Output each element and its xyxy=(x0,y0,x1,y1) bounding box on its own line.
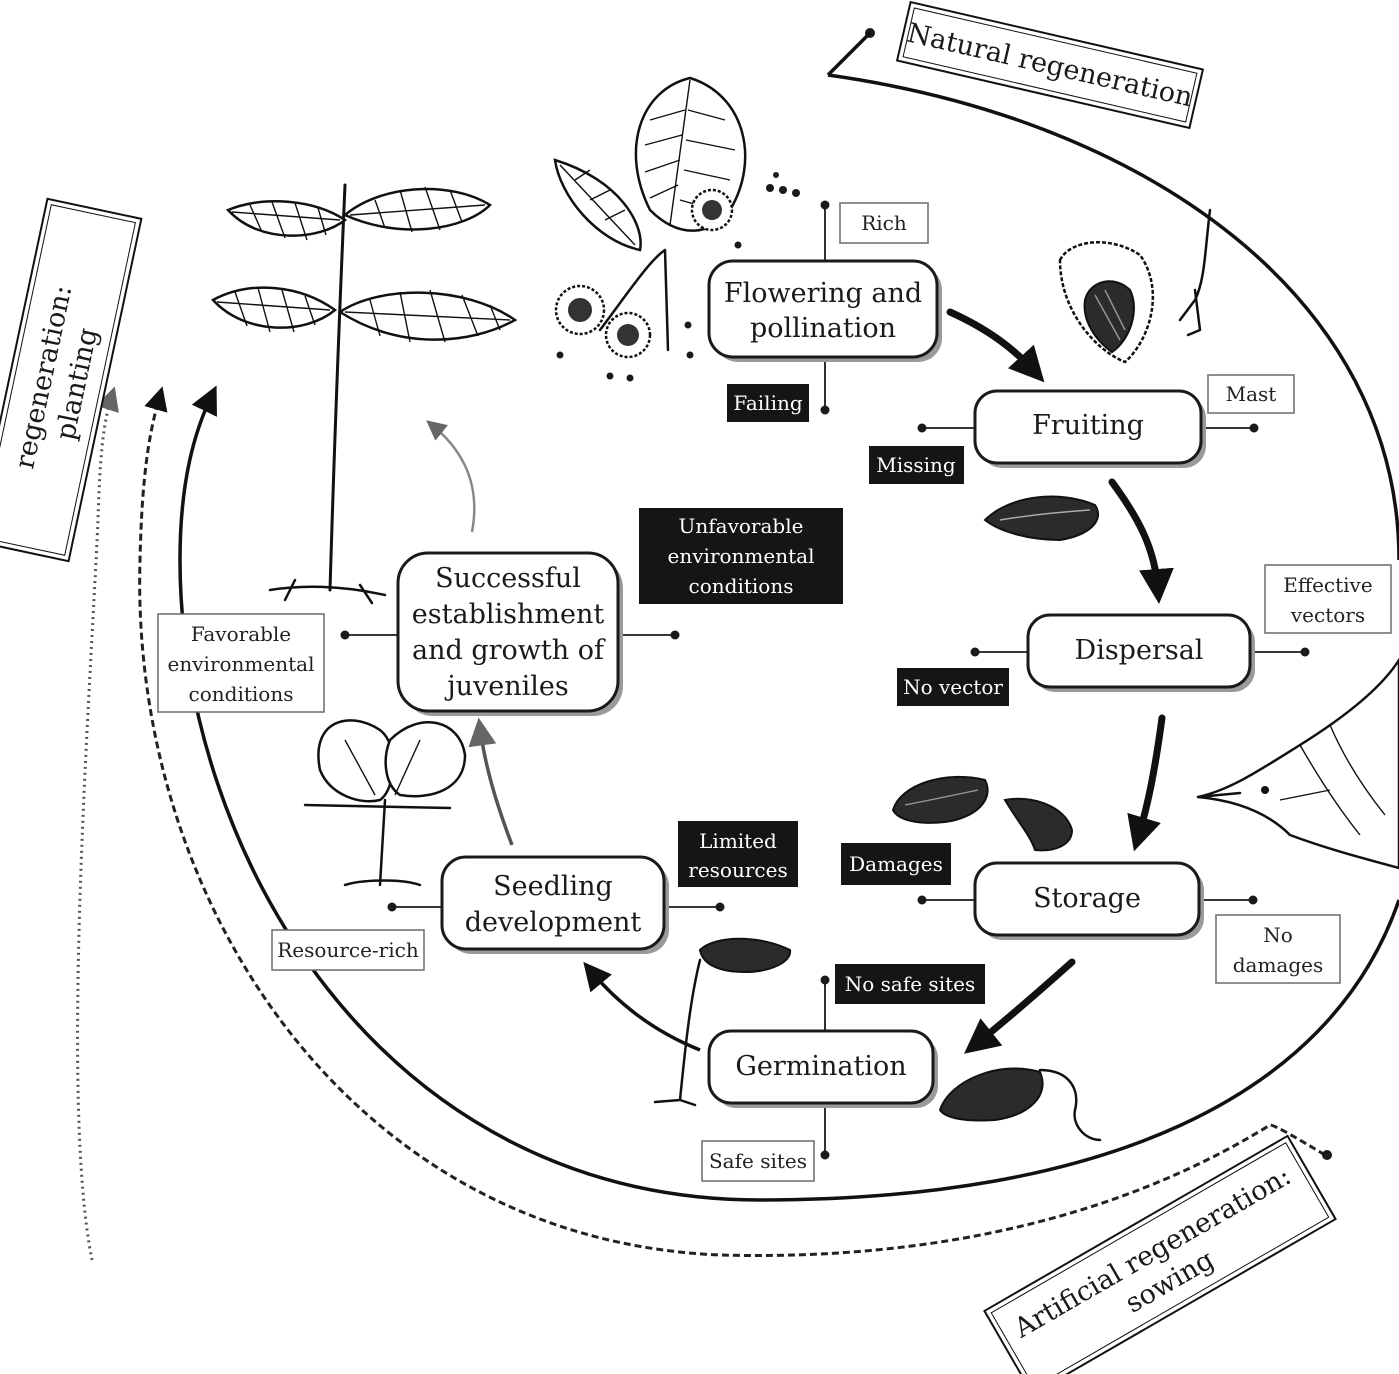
beech-nut-cupule-icon xyxy=(1058,208,1212,364)
stage-seedling-line2: development xyxy=(465,907,642,938)
factor-favorable-line1: Favorable xyxy=(191,622,291,646)
factor-limited-resources-line1: Limited xyxy=(699,829,777,853)
arrow-germination-to-seedling xyxy=(583,961,701,1052)
arrow-flowering-to-fruiting xyxy=(946,308,1045,383)
stage-establishment-line2: establishment xyxy=(412,599,605,630)
factor-rich: Rich xyxy=(839,202,929,244)
factor-resource-rich: Resource-rich xyxy=(271,929,425,971)
sowing-regeneration-arc xyxy=(138,386,1326,1258)
stage-fruiting: Fruiting xyxy=(973,389,1206,468)
factor-safe-sites: Safe sites xyxy=(701,1140,815,1182)
stage-flowering-line2: pollination xyxy=(750,313,896,344)
arrow-storage-to-germination xyxy=(964,958,1076,1054)
factor-unfavorable: Unfavorable environmental conditions xyxy=(639,508,843,604)
factor-unfavorable-line3: conditions xyxy=(689,574,794,598)
stage-flowering: Flowering and pollination xyxy=(707,259,942,362)
factor-limited-resources: Limited resources xyxy=(678,821,798,887)
arrow-fruiting-to-dispersal xyxy=(1108,478,1174,604)
stage-establishment: Successful establishment and growth of j… xyxy=(396,551,623,716)
stage-seedling: Seedling development xyxy=(440,855,669,954)
planting-regeneration-arc xyxy=(76,386,119,1261)
factor-failing: Failing xyxy=(727,384,809,422)
stage-establishment-line1: Successful xyxy=(435,563,581,594)
factor-favorable-line2: environmental xyxy=(168,652,315,676)
cycle-arrows xyxy=(426,308,1174,1054)
factor-rich-text: Rich xyxy=(861,211,907,235)
stage-storage-label: Storage xyxy=(1033,883,1141,914)
factor-failing-text: Failing xyxy=(733,391,803,415)
factor-favorable-line3: conditions xyxy=(189,682,294,706)
factor-no-damages: No damages xyxy=(1215,914,1341,984)
factor-damages-text: Damages xyxy=(849,852,943,876)
stage-storage: Storage xyxy=(973,861,1204,940)
factor-no-safe-sites-text: No safe sites xyxy=(845,972,975,996)
factor-missing-text: Missing xyxy=(876,453,956,477)
factor-unfavorable-line2: environmental xyxy=(668,544,815,568)
arrow-dispersal-to-storage xyxy=(1127,714,1166,852)
stage-fruiting-label: Fruiting xyxy=(1032,410,1144,441)
stage-dispersal: Dispersal xyxy=(1026,613,1255,692)
factor-resource-rich-text: Resource-rich xyxy=(277,938,419,962)
germinating-seed-icon xyxy=(938,1067,1102,1142)
stage-establishment-line4: juveniles xyxy=(444,671,569,702)
factor-no-damages-line1: No xyxy=(1263,923,1293,947)
banner-natural-regeneration: Natural regeneration xyxy=(895,0,1205,130)
factor-no-vector: No vector xyxy=(897,668,1009,706)
factor-damages: Damages xyxy=(841,843,951,885)
arrow-seedling-to-establishment xyxy=(468,717,514,846)
sprouting-seedling-icon xyxy=(653,937,792,1107)
stage-germination-label: Germination xyxy=(735,1051,906,1082)
factor-effective-vectors: Effective vectors xyxy=(1264,564,1392,634)
natural-regeneration-arc xyxy=(178,73,1399,1202)
nuthatch-bird-icon xyxy=(1196,657,1399,870)
natural-arc-lead xyxy=(826,31,872,77)
banner-artificial-planting: regeneration: planting xyxy=(0,197,143,563)
stage-establishment-line3: and growth of xyxy=(412,635,606,666)
factor-no-vector-text: No vector xyxy=(903,675,1003,699)
outer-regeneration-arcs xyxy=(76,28,1399,1261)
beech-flower-branch-icon xyxy=(553,76,800,382)
factor-limited-resources-line2: resources xyxy=(688,858,787,882)
factor-mast-text: Mast xyxy=(1226,382,1277,406)
damaged-seeds-icon xyxy=(891,775,1074,852)
juvenile-beech-tree-icon xyxy=(210,183,518,605)
seedling-cotyledon-icon xyxy=(303,719,467,887)
factor-no-damages-line2: damages xyxy=(1233,953,1324,977)
stage-dispersal-label: Dispersal xyxy=(1075,635,1204,666)
stage-germination: Germination xyxy=(707,1029,938,1108)
stage-flowering-line1: Flowering and xyxy=(724,278,922,309)
factor-no-safe-sites: No safe sites xyxy=(835,964,985,1004)
sowing-arc-origin-dot xyxy=(1322,1150,1332,1160)
factor-favorable: Favorable environmental conditions xyxy=(157,613,325,713)
factor-safe-sites-text: Safe sites xyxy=(709,1149,807,1173)
factor-missing: Missing xyxy=(869,446,964,484)
factor-effective-vectors-line2: vectors xyxy=(1290,603,1365,627)
beech-seed-icon xyxy=(983,495,1100,542)
stage-seedling-line1: Seedling xyxy=(493,871,613,902)
factor-unfavorable-line1: Unfavorable xyxy=(679,514,804,538)
factor-mast: Mast xyxy=(1207,374,1295,414)
factor-effective-vectors-line1: Effective xyxy=(1283,573,1372,597)
arrow-establishment-to-tree xyxy=(426,420,476,533)
